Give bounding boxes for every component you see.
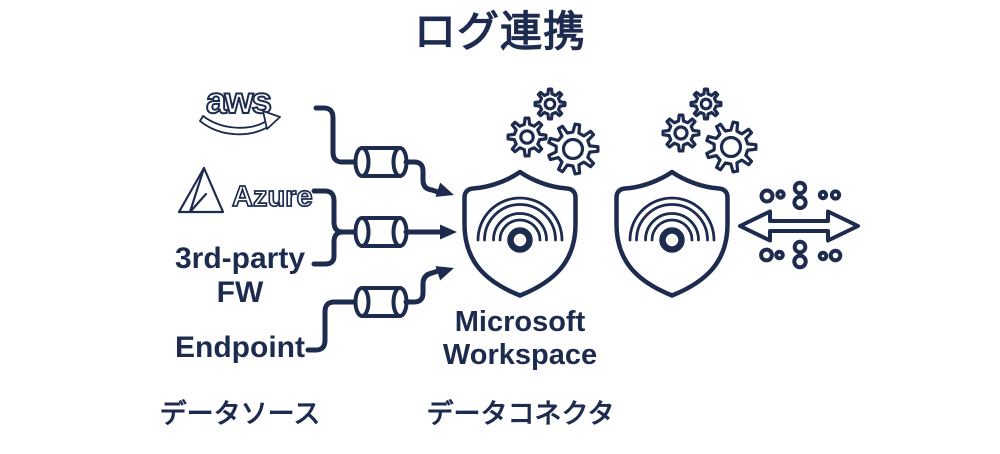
data-dots-top bbox=[759, 180, 842, 211]
flow-arrow-line-3 bbox=[403, 268, 441, 305]
source-label-thirdparty-fw: 3rd-party FW bbox=[150, 242, 330, 310]
log-exchange-icon bbox=[738, 180, 860, 270]
workspace-label: Microsoft Workspace bbox=[430, 306, 610, 372]
gear-hub bbox=[519, 129, 535, 145]
gear-hub bbox=[543, 97, 557, 111]
workspace-line2: Workspace bbox=[442, 338, 598, 371]
pipeline-icons bbox=[353, 146, 409, 318]
pipeline-icon-1 bbox=[353, 146, 409, 178]
gears-icon-right bbox=[661, 87, 758, 174]
gear-hub bbox=[719, 135, 743, 159]
azure-logo-icon: Azure bbox=[177, 166, 313, 214]
flow-arrowhead-1 bbox=[435, 182, 454, 197]
gear-hub bbox=[561, 137, 585, 161]
azure-wordmark: Azure bbox=[232, 181, 313, 213]
flow-arrowhead-3 bbox=[435, 266, 454, 281]
thirdparty-line2: FW bbox=[216, 275, 264, 309]
aws-logo-icon: aws bbox=[199, 79, 281, 136]
caption-data-source: データソース bbox=[159, 399, 321, 429]
page-title: ログ連携 bbox=[413, 8, 586, 55]
thirdparty-line1: 3rd-party bbox=[174, 242, 306, 275]
flow-arrow-line-1 bbox=[403, 159, 441, 195]
shield-wifi-icon-right bbox=[617, 172, 728, 296]
azure-triangle-fold bbox=[188, 166, 208, 214]
source-label-endpoint: Endpoint bbox=[175, 331, 305, 364]
data-dots-bottom bbox=[759, 239, 843, 270]
endpoint-connector-line bbox=[305, 299, 359, 353]
aws-connector-line bbox=[313, 105, 359, 165]
thirdparty-connector-line bbox=[311, 229, 346, 267]
gears-icon-left bbox=[506, 87, 600, 176]
aws-smile-arrow-tip bbox=[262, 110, 281, 130]
double-arrow-icon bbox=[738, 209, 860, 243]
gear-hub bbox=[699, 97, 713, 111]
source-connector-lines bbox=[305, 105, 359, 353]
pipeline-icon-3 bbox=[353, 286, 409, 318]
workspace-line1: Microsoft bbox=[454, 306, 586, 338]
azure-triangle-icon bbox=[177, 166, 225, 214]
azure-connector-line bbox=[311, 188, 346, 235]
gear-hub bbox=[673, 125, 689, 141]
flow-arrows bbox=[403, 159, 457, 305]
flow-arrowhead-2 bbox=[440, 224, 457, 240]
shield-wifi-icon-left bbox=[465, 172, 576, 296]
caption-data-connector: データコネクタ bbox=[426, 399, 615, 429]
aws-wordmark: aws bbox=[206, 80, 271, 121]
pipeline-icon-2 bbox=[353, 216, 409, 248]
